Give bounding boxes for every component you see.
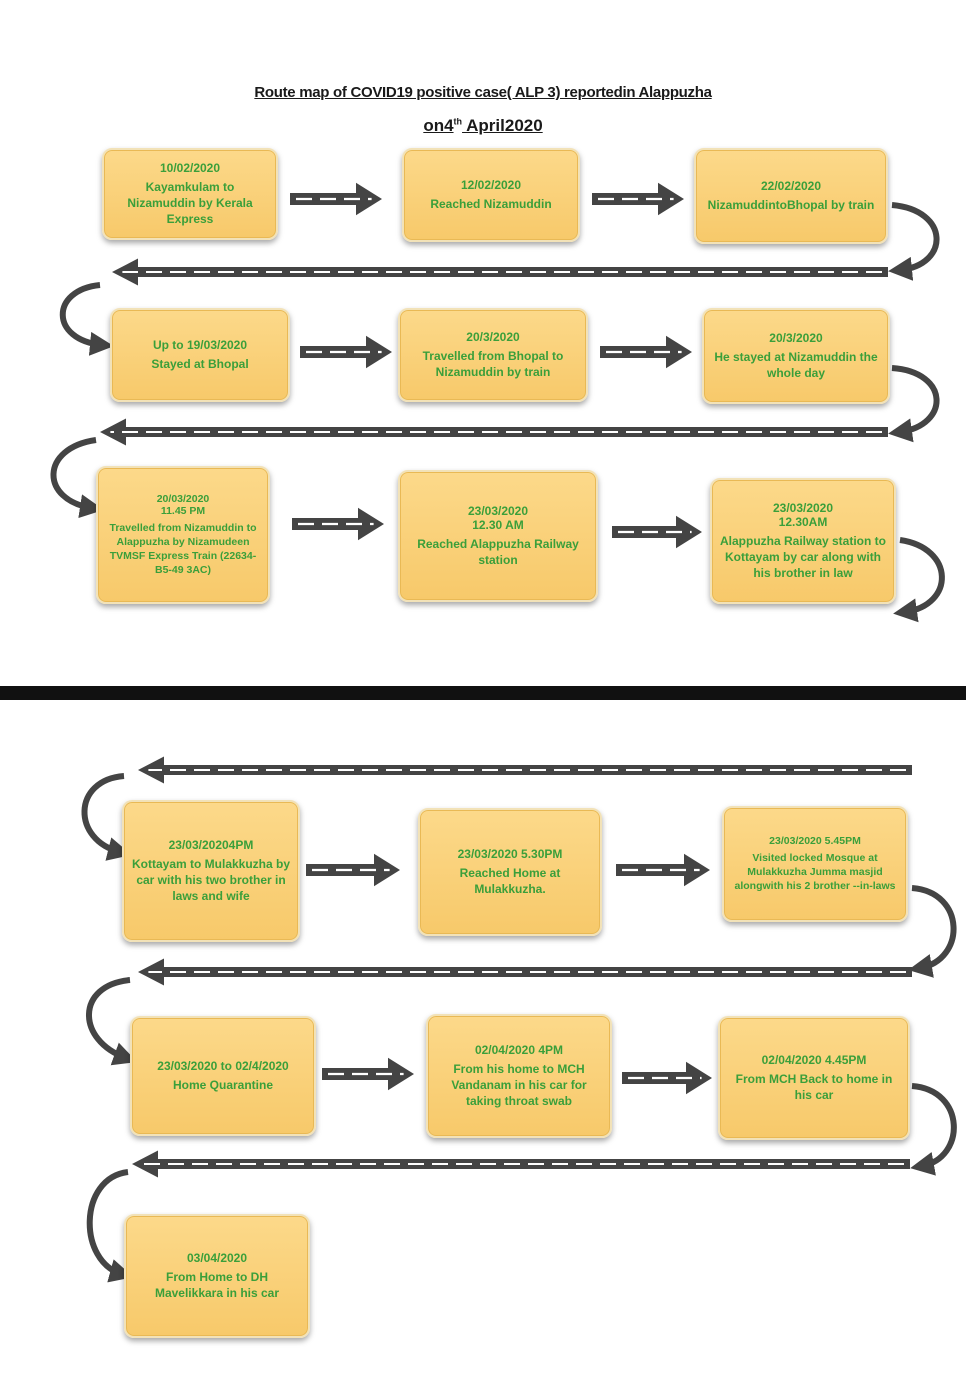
road-arrow-right	[616, 853, 710, 887]
route-step-box: 20/3/2020 He stayed at Nizamuddin the who…	[702, 308, 890, 404]
step-date: 20/3/2020	[769, 330, 823, 345]
curved-arrow-down	[86, 1169, 134, 1283]
route-step-box: 23/03/20204PM Kottayam to Mulakkuzha by c…	[122, 800, 300, 942]
road-arrow-right	[622, 1061, 712, 1095]
step-date: 23/03/2020 5.30PM	[457, 846, 563, 861]
road-arrow-right	[306, 853, 400, 887]
curved-arrow-down	[893, 537, 945, 623]
step-date: 22/02/2020	[760, 178, 822, 193]
step-date: 12/02/2020	[460, 177, 522, 192]
road-arrow-right	[612, 515, 702, 549]
step-text: Reached Nizamuddin	[430, 196, 552, 211]
route-step-box: 02/04/2020 4.45PM From MCH Back to home i…	[718, 1016, 910, 1140]
road-arrow-left	[112, 258, 888, 286]
page-divider	[0, 686, 966, 700]
step-text: Alappuzha Railway station to Kottayam by…	[719, 533, 887, 581]
step-date: 02/04/2020 4.45PM	[761, 1052, 867, 1067]
road-arrow-left	[138, 756, 912, 784]
curved-arrow-down	[888, 365, 940, 443]
road-arrow-right	[290, 182, 382, 216]
step-text: NizamuddintoBhopal by train	[707, 197, 875, 212]
step-text: He stayed at Nizamuddin the whole day	[714, 349, 878, 380]
road-arrow-right	[300, 335, 392, 369]
step-text: Reached Alappuzha Railway station	[417, 536, 579, 567]
route-step-box: 23/03/2020 12.30AM Alappuzha Railway stat…	[710, 478, 896, 604]
subtitle-superscript: th	[453, 116, 463, 127]
step-date: 20/3/2020	[466, 329, 520, 344]
step-text: Travelled from Nizamuddin to Alappuzha b…	[109, 521, 257, 577]
route-step-box: 23/03/2020 5.45PM Visited locked Mosque a…	[722, 806, 908, 922]
step-date: 23/03/20204PM	[168, 837, 254, 852]
curved-arrow-down	[81, 773, 132, 861]
step-date: 23/03/2020 to 02/4/2020	[157, 1058, 289, 1073]
step-text: Reached Home at Mulakkuzha.	[459, 865, 561, 896]
road-arrow-right	[592, 182, 684, 216]
step-date: 10/02/2020	[159, 160, 221, 175]
road-arrow-left	[138, 958, 912, 986]
subtitle-prefix: on4	[423, 116, 454, 135]
step-date: 03/04/2020	[186, 1250, 248, 1265]
step-text: Travelled from Bhopal to Nizamuddin by t…	[422, 348, 564, 379]
step-date: Up to 19/03/2020	[152, 337, 248, 352]
route-step-box: 23/03/2020 12.30 AM Reached Alappuzha Rai…	[398, 470, 598, 602]
step-text: Home Quarantine	[172, 1077, 274, 1092]
route-step-box: 20/03/2020 11.45 PM Travelled from Nizamu…	[96, 466, 270, 604]
road-arrow-left	[100, 418, 888, 446]
curved-arrow-down	[908, 885, 957, 978]
step-date: 02/04/2020 4PM	[474, 1042, 564, 1057]
step-text: Visited locked Mosque at Mulakkuzha Jumm…	[734, 851, 896, 893]
step-text: Kottayam to Mulakkuzha by car with his t…	[131, 856, 291, 904]
step-text: Stayed at Bhopal	[151, 356, 249, 371]
road-arrow-right	[292, 507, 384, 541]
curved-arrow-down	[888, 202, 940, 281]
step-date: 23/03/2020 12.30 AM	[467, 503, 529, 532]
step-text: From MCH Back to home in his car	[735, 1071, 893, 1102]
subtitle-rest: April2020	[462, 116, 543, 135]
step-text: From his home to MCH Vandanam in his car…	[451, 1061, 587, 1109]
curved-arrow-down	[910, 1083, 957, 1176]
curved-arrow-down	[50, 437, 104, 519]
diagram-subtitle: on4th April2020	[0, 116, 966, 136]
route-step-box: 02/04/2020 4PM From his home to MCH Vanda…	[426, 1014, 612, 1138]
step-text: Kayamkulam to Nizamuddin by Kerala Expre…	[127, 179, 253, 227]
step-text: From Home to DH Mavelikkara in his car	[154, 1269, 280, 1300]
road-arrow-right	[600, 335, 692, 369]
diagram-title: Route map of COVID19 positive case( ALP …	[254, 84, 712, 101]
route-step-box: 23/03/2020 5.30PM Reached Home at Mulakku…	[418, 808, 602, 936]
road-arrow-right	[322, 1057, 414, 1091]
curved-arrow-down	[86, 977, 138, 1066]
step-date: 20/03/2020 11.45 PM	[156, 492, 210, 517]
step-date: 23/03/2020 5.45PM	[769, 834, 861, 847]
step-date: 23/03/2020 12.30AM	[772, 500, 834, 529]
road-arrow-left	[132, 1150, 910, 1178]
curved-arrow-down	[59, 282, 114, 356]
